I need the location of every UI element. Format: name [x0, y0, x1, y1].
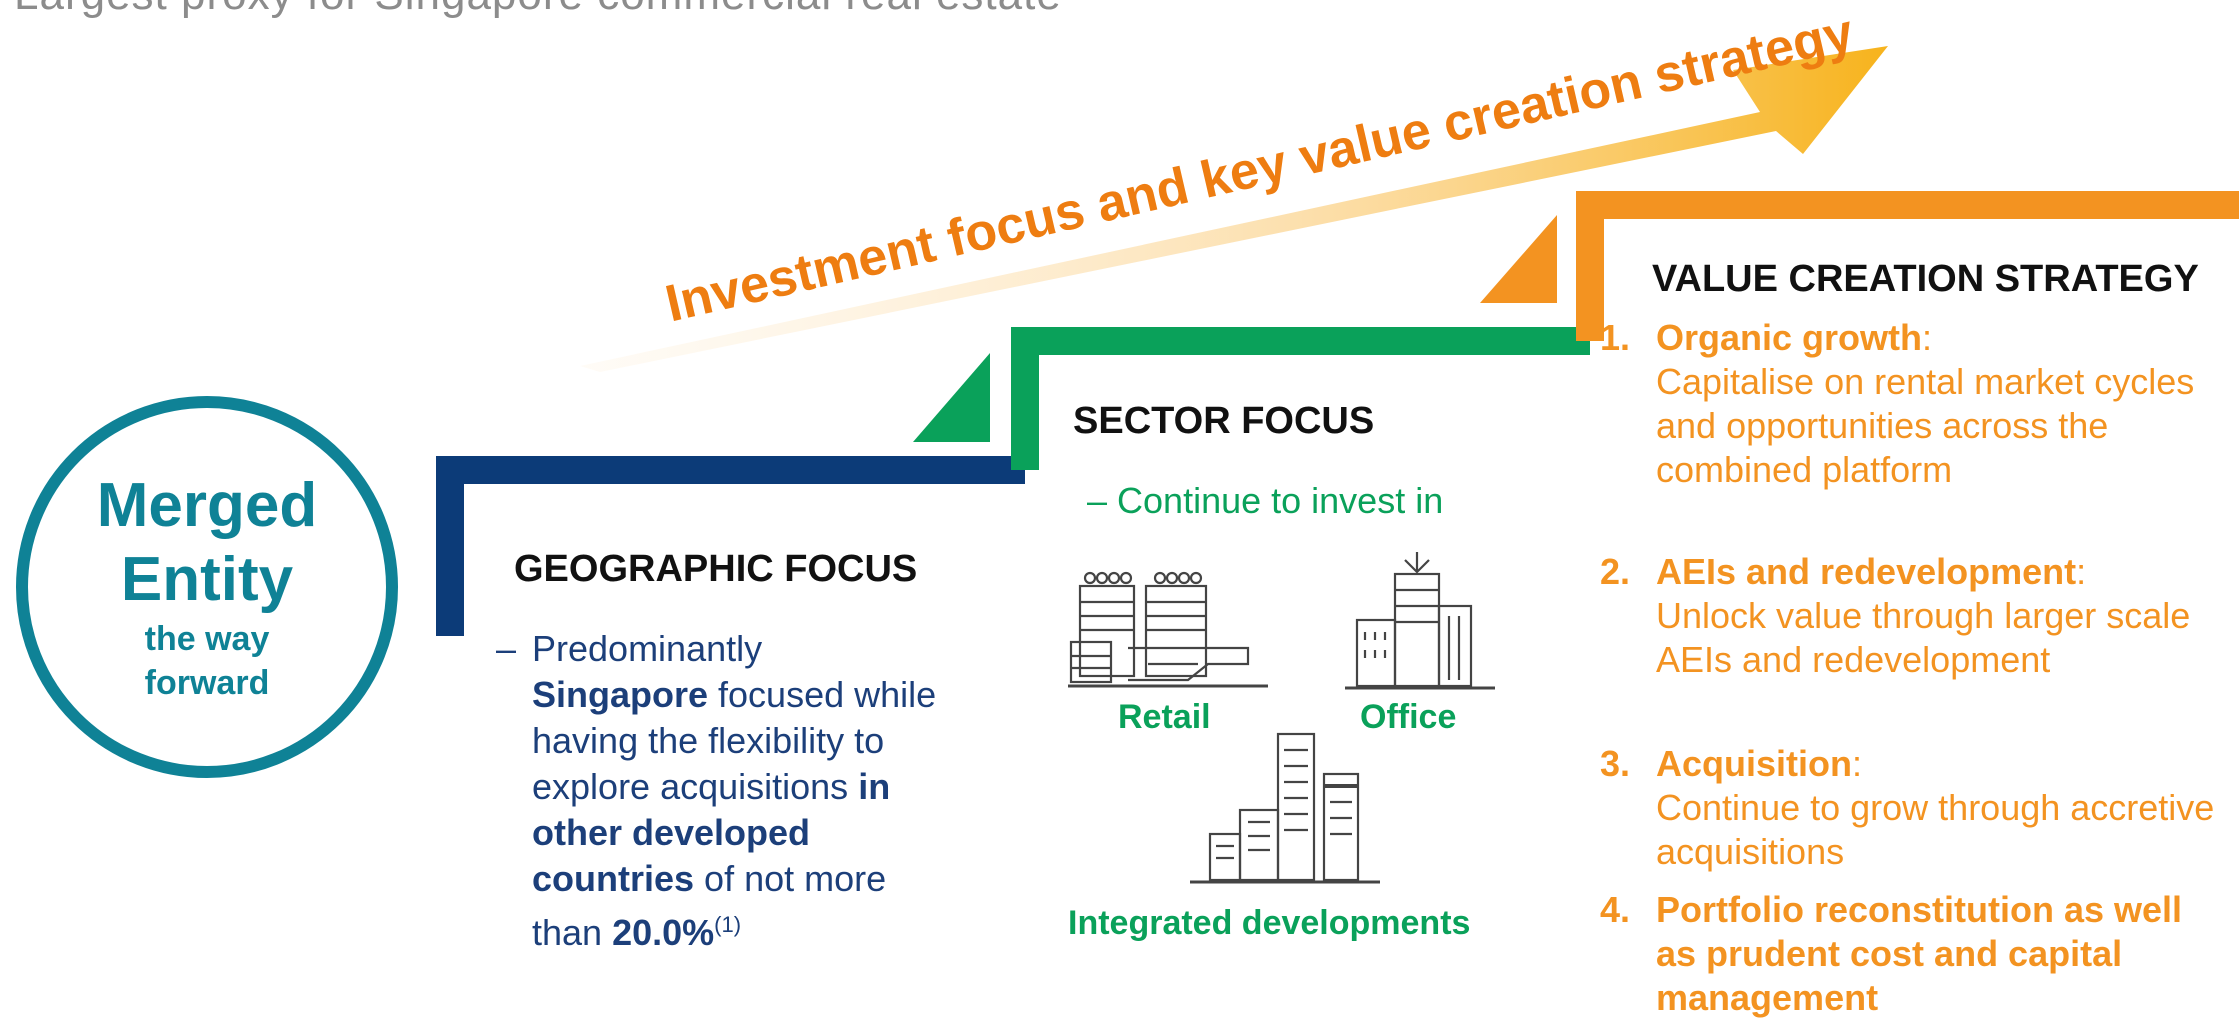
geo-bold-developed: in other developed countries: [532, 766, 891, 899]
geo-footnote: (1): [714, 912, 742, 937]
geo-text-3: of not more than: [532, 858, 887, 953]
geographic-focus-heading: GEOGRAPHIC FOCUS: [514, 548, 918, 590]
value-creation-heading: VALUE CREATION STRATEGY: [1652, 258, 2199, 300]
value-item-4: 4. Portfolio reconstitution as well as p…: [1600, 888, 2226, 1020]
geo-text-1: Predominantly: [532, 628, 763, 669]
circle-subtitle-line1: the way: [144, 620, 270, 658]
sector-focus-subtext: – Continue to invest in: [1087, 480, 1444, 521]
value-item-number: 2.: [1600, 551, 1631, 592]
circle-title-line2: Entity: [120, 545, 294, 614]
sector-item-integrated: Integrated developments: [1068, 904, 1471, 942]
geo-bold-percent: 20.0%: [612, 912, 715, 953]
value-item-title: Organic growth: [1656, 317, 1923, 358]
value-item-title: AEIs and redevelopment: [1656, 551, 2077, 592]
green-triangle: [913, 353, 990, 442]
city-skyline-icon: [1190, 732, 1380, 884]
growth-arrow: [580, 46, 1888, 372]
circle-title-line1: Merged: [96, 471, 318, 540]
value-item-sep: :: [1922, 317, 1933, 358]
sector-item-office: Office: [1360, 698, 1457, 736]
value-item-3: 3. Acquisition: Continue to grow through…: [1600, 742, 2226, 874]
value-item-desc: Capitalise on rental market cycles and o…: [1656, 361, 2195, 490]
office-tower-icon: [1345, 552, 1495, 690]
value-item-sep: :: [1852, 743, 1863, 784]
geographic-focus-text: – Predominantly Singapore focused while …: [496, 626, 952, 956]
value-item-1: 1. Organic growth: Capitalise on rental …: [1600, 316, 2226, 492]
circle-subtitle-line2: forward: [144, 664, 270, 702]
retail-trees: [1083, 571, 1203, 585]
sector-item-retail: Retail: [1118, 698, 1211, 736]
value-item-title: Portfolio reconstitution as well as prud…: [1656, 889, 2183, 1018]
value-item-number: 3.: [1600, 743, 1631, 784]
value-item-title: Acquisition: [1656, 743, 1852, 784]
step-sector: [1011, 327, 1590, 470]
step-geographic: [436, 456, 1025, 636]
sector-focus-heading: SECTOR FOCUS: [1073, 400, 1375, 442]
value-item-sep: :: [2076, 551, 2087, 592]
value-item-2: 2. AEIs and redevelopment: Unlock value …: [1600, 550, 2226, 682]
orange-triangle: [1480, 215, 1557, 303]
merged-entity-circle: Merged Entity the way forward: [16, 396, 398, 778]
value-item-number: 1.: [1600, 317, 1631, 358]
retail-building-icon: [1068, 571, 1268, 688]
geo-bold-singapore: Singapore: [532, 674, 709, 715]
page-subtitle: Largest proxy for Singapore commercial r…: [14, 0, 1062, 20]
geographic-dash: –: [496, 628, 517, 669]
value-item-desc: Continue to grow through accretive acqui…: [1656, 787, 2215, 872]
geo-text-2: focused while having the flexibility to …: [532, 674, 937, 807]
value-item-number: 4.: [1600, 889, 1631, 930]
step-value: [1576, 191, 2239, 341]
value-item-desc: Unlock value through larger scale AEIs a…: [1656, 595, 2191, 680]
